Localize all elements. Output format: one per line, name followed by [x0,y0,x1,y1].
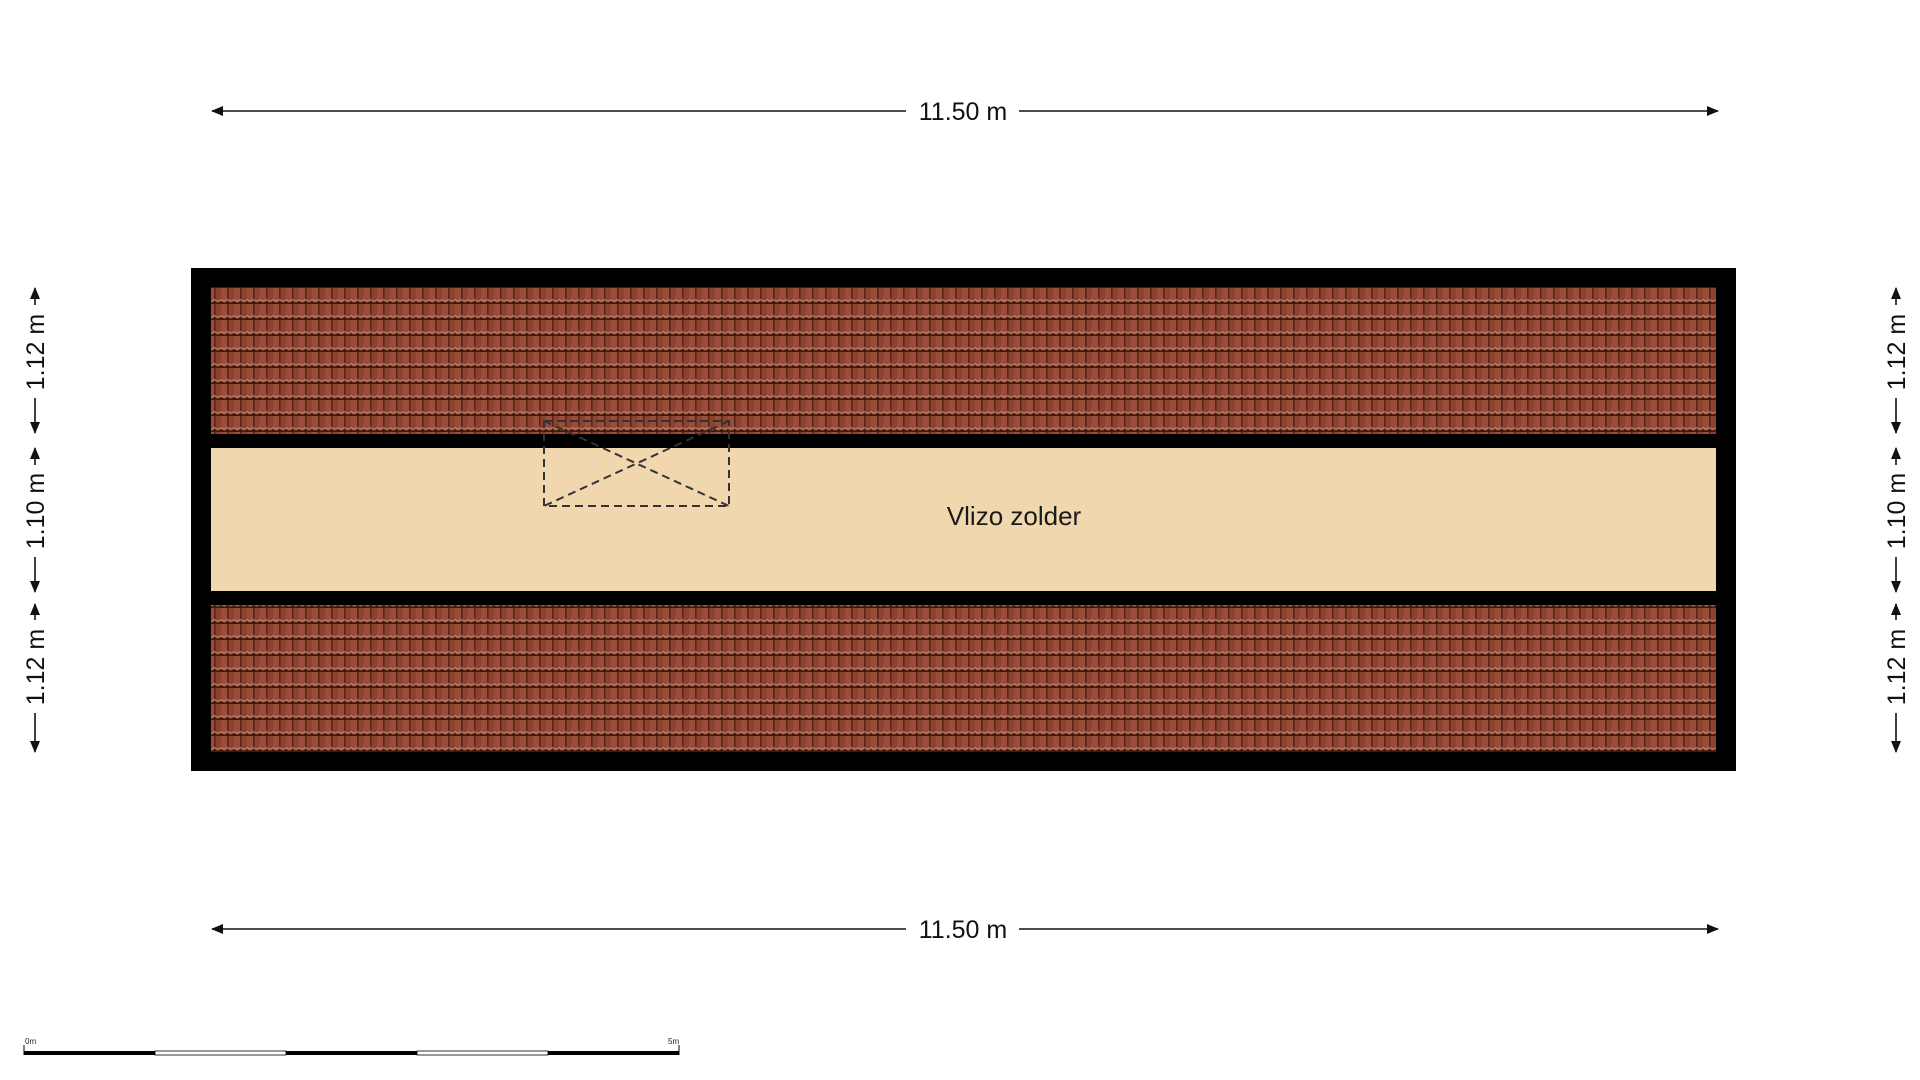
right-middle-dimension-label: 1.10 m [1883,473,1911,549]
scale-end-label: 5m [668,1037,679,1046]
scale-start-label: 0m [25,1037,36,1046]
top-width-dimension: 11.50 m [211,98,1719,126]
roof-slope-bottom [211,605,1716,752]
right-bottom-dimension-label: 1.12 m [1883,629,1911,705]
room-vlizo-zolder [211,448,1716,591]
left-middle-dimension-label: 1.10 m [22,473,50,549]
scale-bar: 0m 5m [23,1037,680,1056]
left-top-dimension-label: 1.12 m [22,314,50,390]
right-dimension-chain: 1.12 m 1.10 m 1.12 m [1883,287,1911,753]
attic-hatch-icon [543,420,730,507]
room-label: Vlizo zolder [947,501,1082,531]
left-dimension-chain: 1.12 m 1.10 m 1.12 m [22,287,50,753]
bottom-width-label: 11.50 m [919,916,1007,944]
left-bottom-dimension-label: 1.12 m [22,629,50,705]
right-top-dimension-label: 1.12 m [1883,314,1911,390]
top-width-label: 11.50 m [919,98,1007,126]
bottom-width-dimension: 11.50 m [211,916,1719,944]
roof-slope-top [211,287,1716,434]
